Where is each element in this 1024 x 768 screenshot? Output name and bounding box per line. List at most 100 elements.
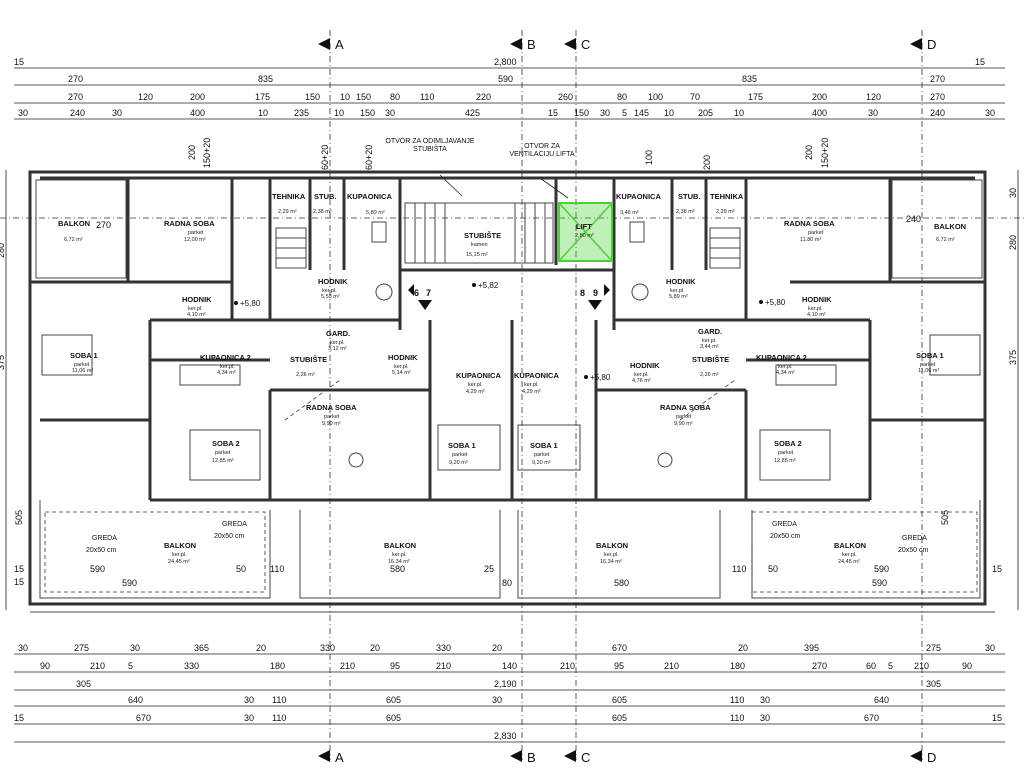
dimension-label: 90 (40, 661, 50, 671)
right-side-dimensions: 30 280 375 505 15 (940, 170, 1019, 610)
dimension-label: 280 (1008, 235, 1018, 250)
room-hodnik-right-1: HODNIK ker.pl. 4,10 m² (802, 295, 832, 318)
dimension-label: 400 (190, 108, 205, 118)
dimension-label: 30 (600, 108, 610, 118)
dimension-label: 120 (138, 92, 153, 102)
room-area: 9,90 m² (322, 421, 341, 427)
room-area: 9,20 m² (449, 460, 468, 466)
room-name: BALKON (58, 219, 90, 228)
room-balkon-top-left: BALKON 6,72 m² 270 (58, 219, 111, 243)
dimension-label: 140 (502, 661, 517, 671)
dimension-label: 270 (930, 92, 945, 102)
room-name: KUPAONICA 2 (756, 353, 807, 362)
room-soba2-right: SOBA 2 parket 12,85 m² (774, 439, 802, 464)
dimension-label: 210 (436, 661, 451, 671)
dimension-label: 15 (548, 108, 558, 118)
greda-size: 20x50 cm (770, 533, 801, 540)
note-ventilacija-lifta: OTVOR ZA VENTILACIJU LIFTA (509, 143, 575, 158)
room-area: 24,45 m² (838, 559, 860, 565)
dimension-label: 15 (992, 564, 1002, 574)
room-area: 11,06 m² (918, 368, 939, 374)
dimension-row-openings: 270 120 200 175 150 10 150 80 110 220 26… (68, 92, 945, 102)
dimension-label: 330 (320, 643, 335, 653)
stair-number: 7 (426, 288, 431, 298)
room-radna-soba-top-left: RADNA SOBA parket 12,00 m² (164, 219, 215, 243)
room-finish: parket (324, 414, 340, 420)
dimension-label: 20 (738, 643, 748, 653)
note-odimljavanje: OTVOR ZA ODIMLJAVANJE STUBIŠTA (385, 138, 475, 153)
room-finish: ker.pl. (322, 288, 337, 294)
room-finish: ker.pl. (702, 338, 717, 344)
stair-arrow-icon (588, 300, 602, 310)
room-name: STUB. (314, 192, 337, 201)
dimension-label: 20 (492, 643, 502, 653)
dimension-label: 605 (386, 713, 401, 723)
dimension-label: 110 (420, 92, 434, 102)
room-finish: ker.pl. (330, 340, 345, 346)
room-stubiste-right: STUBIŠTE 2,26 m² (692, 355, 729, 378)
room-soba1-center-right: SOBA 1 parket 9,20 m² (530, 441, 558, 466)
notes: OTVOR ZA ODIMLJAVANJE STUBIŠTA OTVOR ZA … (385, 138, 575, 199)
room-finish: ker.pl. (778, 364, 793, 370)
greda-beams (44, 379, 978, 593)
room-finish: parket (534, 452, 550, 458)
axis-label-b-bottom: B (527, 750, 536, 765)
room-area: 4,34 m² (217, 370, 236, 376)
dimension-label: 835 (742, 74, 757, 84)
room-kupaonica2-left: KUPAONICA 2 ker.pl. 4,34 m² (200, 353, 251, 376)
top-dimension-lines (14, 67, 1005, 120)
building-walls (28, 170, 987, 606)
room-name: SOBA 1 (70, 351, 98, 360)
room-finish: ker.pl. (670, 288, 685, 294)
room-area: 3,46 m² (620, 210, 639, 216)
dimension-row-sections: 270 835 590 835 270 (68, 74, 945, 84)
room-area: 5,80 m² (366, 210, 385, 216)
room-balkon-bottom-left: BALKON ker.pl. 24,45 m² (164, 541, 196, 565)
dimension-label: 150+20 (820, 138, 830, 168)
dimension-label: 240 (930, 108, 945, 118)
dimension-label: 30 (244, 713, 254, 723)
axis-label-c-bottom: C (581, 750, 590, 765)
room-name: HODNIK (318, 277, 348, 286)
dimension-row-bottom-outer: 15 670 30 110 605 605 110 30 670 15 (14, 713, 1002, 723)
dimension-label: 640 (874, 695, 889, 705)
dimension-label: 10 (334, 108, 344, 118)
bottom-dimension-lines (14, 653, 1005, 743)
dimension-label: 30 (112, 108, 122, 118)
room-soba1-left: SOBA 1 parket 11,06 m² (70, 351, 98, 374)
dimension-label: 20 (256, 643, 266, 653)
room-finish: parket (778, 450, 794, 456)
dimension-label: 80 (390, 92, 400, 102)
dimension-label: 395 (804, 643, 819, 653)
room-area: 16,34 m² (388, 559, 410, 565)
room-area: 3,12 m² (328, 346, 347, 352)
room-name: BALKON (834, 541, 866, 550)
axis-label-a-top: A (335, 37, 344, 52)
dimension-label: 590 (122, 578, 137, 588)
dimension-label: 10 (340, 92, 350, 102)
room-name: KUPAONICA (616, 192, 661, 201)
dimension-label: 305 (926, 679, 941, 689)
dimension-label: 210 (340, 661, 355, 671)
dimension-label: 30 (130, 643, 140, 653)
dimension-label: 180 (730, 661, 745, 671)
lift-cross-line (558, 202, 613, 262)
room-name: TEHNIKA (710, 192, 744, 201)
dimension-label: 15 (992, 713, 1002, 723)
room-finish: parket (215, 450, 231, 456)
dimension-label: 60+20 (364, 145, 374, 170)
room-hodnik-left-2: HODNIK ker.pl. 5,53 m² (318, 277, 348, 300)
dimension-label: 330 (184, 661, 199, 671)
dimension-label: 175 (255, 92, 270, 102)
greda-labels: GREDA 20x50 cm GREDA 20x50 cm GREDA 20x5… (86, 521, 929, 554)
room-radna-soba-center-right: RADNA SOBA parket 9,90 m² (660, 403, 711, 427)
room-finish: kamen (471, 242, 488, 248)
room-area: 4,10 m² (807, 312, 826, 318)
room-area: 12,85 m² (212, 458, 234, 464)
dimension-label: 110 (272, 695, 286, 705)
room-name: BALKON (384, 541, 416, 550)
dimension-label: 835 (258, 74, 273, 84)
dimension-label: 120 (866, 92, 881, 102)
room-area: 2,29 m² (278, 209, 297, 215)
